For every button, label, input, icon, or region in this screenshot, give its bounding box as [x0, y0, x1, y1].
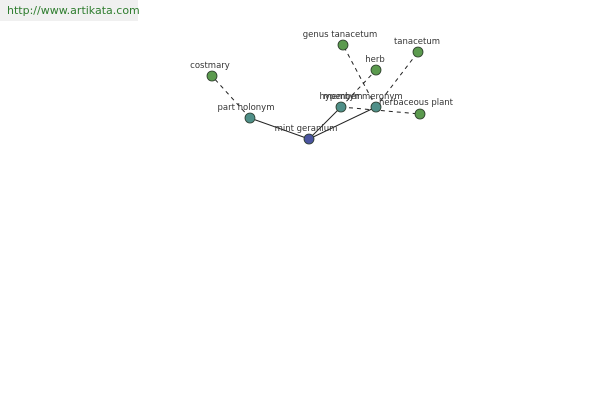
node-mint-geranium[interactable] [303, 133, 315, 145]
edge-hypernym-to-herb [340, 69, 377, 108]
node-genus-tanacetum[interactable] [337, 39, 349, 51]
node-herb[interactable] [370, 64, 382, 76]
edge-part-holonym-to-costmary [211, 75, 251, 119]
source-url-watermark: http://www.artikata.com [0, 0, 140, 21]
node-label-part-holonym[interactable]: part holonym [218, 103, 275, 113]
graph-nodes [206, 39, 426, 145]
node-label-genus-tanacetum[interactable]: genus tanacetum [303, 30, 378, 40]
node-part-holonym[interactable] [244, 112, 256, 124]
node-costmary[interactable] [206, 70, 218, 82]
node-hypernym[interactable] [335, 101, 347, 113]
graph-labels: mint geranium part holonym hypernymmember … [190, 30, 454, 134]
edge-member-meronym-to-tanacetum [375, 51, 419, 108]
node-tanacetum[interactable] [412, 46, 424, 58]
edge-mint-geranium-to-hypernym [308, 106, 342, 140]
node-label-member-meronym[interactable]: member meronym [323, 92, 402, 102]
node-label-mint-geranium[interactable]: mint geranium [275, 124, 338, 134]
node-label-hypernym[interactable]: hypernym [319, 92, 362, 102]
node-label-herbaceous-plant[interactable]: herbaceous plant [379, 98, 454, 108]
node-label-herb[interactable]: herb [365, 55, 385, 65]
graph-edges [211, 44, 421, 140]
node-label-costmary[interactable]: costmary [190, 61, 230, 71]
edge-member-meronym-to-genus-tanacetum [342, 44, 377, 108]
node-label-tanacetum[interactable]: tanacetum [394, 37, 440, 47]
edge-mint-geranium-to-member-meronym [308, 106, 377, 140]
node-member-meronym[interactable] [370, 101, 382, 113]
edge-mint-geranium-to-part-holonym [249, 117, 310, 140]
node-herbaceous-plant[interactable] [414, 108, 426, 120]
edge-hypernym-to-herbaceous-plant [340, 106, 421, 115]
